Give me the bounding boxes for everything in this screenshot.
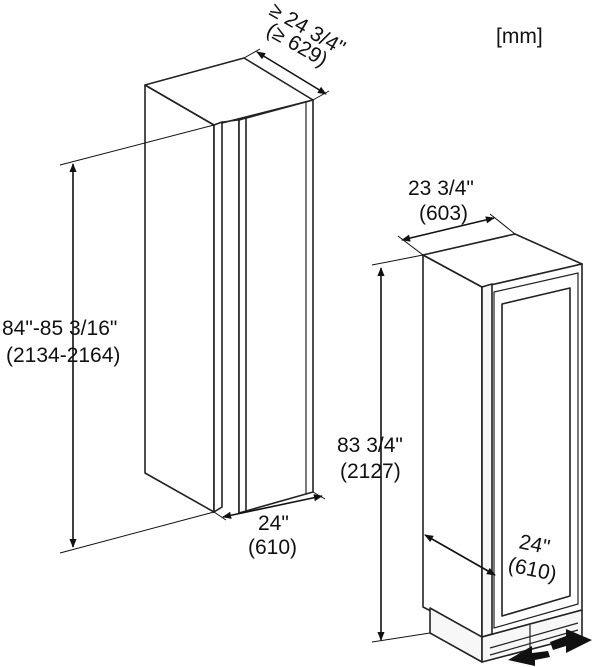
- appliance-width-label-mm: (603): [419, 202, 468, 225]
- niche-left-panel: [144, 84, 215, 513]
- ventilation-airflow: [508, 629, 592, 666]
- niche-width-label-mm: (610): [248, 536, 297, 559]
- appliance-height-dimension: 83 3/4" (2127): [337, 254, 431, 643]
- airflow-in-arrow: [508, 646, 550, 666]
- appliance-plinth-grille-bottom: [489, 629, 579, 656]
- appliance-door-edge: [481, 283, 493, 638]
- appliance-width-arrow: [401, 216, 495, 242]
- niche-height-dimension: 84"-85 3/16" (2134-2164): [2, 124, 215, 554]
- niche-width-dimension: 24" (610): [213, 491, 326, 559]
- appliance: [422, 233, 583, 663]
- niche-width-arrow: [222, 494, 323, 519]
- niche-height-label-mm: (2134-2164): [6, 344, 120, 367]
- airflow-out-arrow: [550, 629, 592, 653]
- installation-niche: [144, 57, 314, 514]
- appliance-width-extension-left: [397, 235, 424, 256]
- appliance-glass-window: [501, 287, 571, 617]
- niche-left-panel-edge: [213, 121, 223, 513]
- appliance-width-label-in: 23 3/4": [408, 177, 474, 200]
- niche-depth-extension-back: [243, 48, 261, 59]
- appliance-side-panel: [422, 254, 483, 638]
- niche-height-extension-top: [59, 124, 215, 166]
- niche-depth-extension-front: [312, 90, 330, 101]
- niche-right-panel: [238, 99, 314, 514]
- appliance-height-label-in: 83 3/4": [337, 434, 403, 457]
- units-label: [mm]: [496, 25, 543, 48]
- niche-inner-top-edge: [221, 119, 240, 123]
- niche-height-extension-bottom: [59, 511, 215, 554]
- niche-height-label-in: 84"-85 3/16": [2, 317, 117, 340]
- appliance-plinth-grille-top: [489, 622, 579, 649]
- appliance-width-dimension: 23 3/4" (603): [397, 177, 516, 256]
- niche-width-label-in: 24": [258, 512, 289, 535]
- appliance-height-extension-top: [371, 254, 424, 266]
- appliance-door-frame: [493, 272, 579, 629]
- niche-depth-arrow: [256, 51, 327, 95]
- appliance-depth-arrow: [424, 534, 496, 576]
- niche-right-panel-edge: [238, 117, 247, 514]
- appliance-width-extension-right: [489, 213, 516, 235]
- appliance-height-label-mm: (2127): [340, 460, 401, 483]
